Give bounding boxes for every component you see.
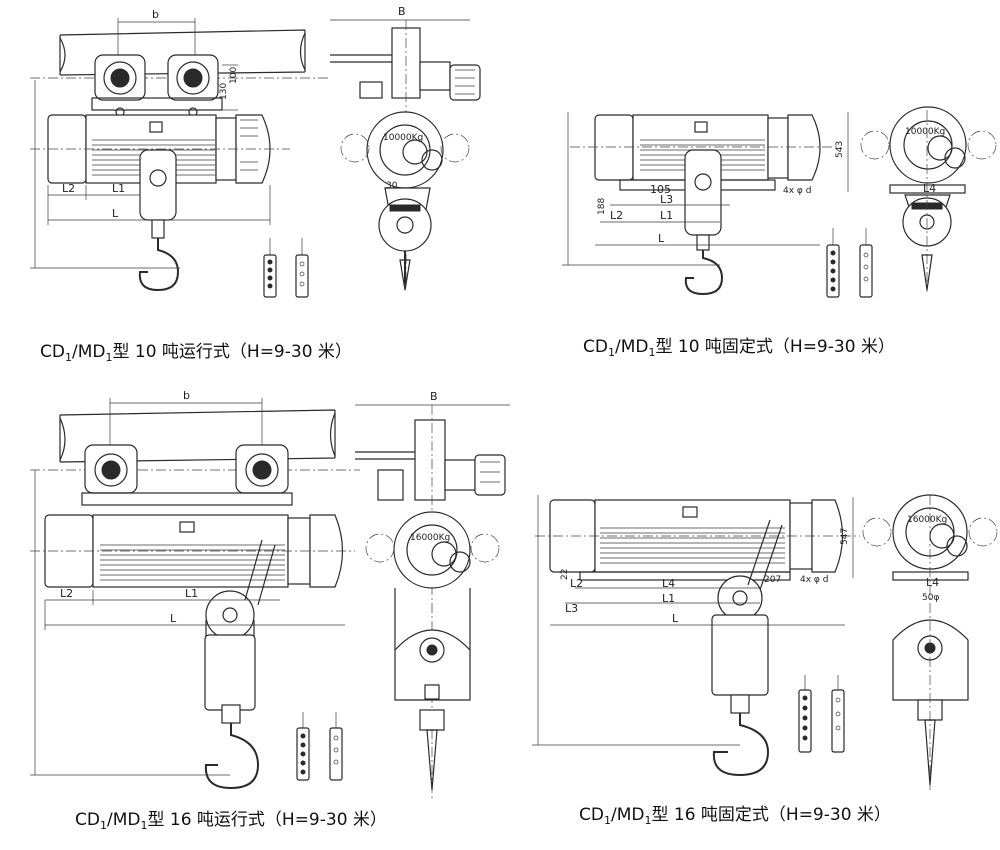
- dim-L4-16t-front: L4: [662, 577, 675, 590]
- dim-L3-16t: L3: [565, 602, 578, 615]
- dim-L4-16t-side: L4: [926, 576, 939, 589]
- caption-16t-fixed: CD1/MD1型 16 吨固定式（H=9-30 米）: [579, 805, 891, 827]
- dim-L2-16t: L2: [60, 587, 73, 600]
- dim-L-16t-fixed: L: [672, 612, 679, 625]
- dim-4xd-10t: 4x φ d: [783, 186, 811, 196]
- dim-b-16t: b: [183, 389, 190, 402]
- dim-L1-10t-fixed: L1: [660, 209, 673, 222]
- dim-543: 543: [835, 141, 845, 158]
- dim-L2: L2: [62, 182, 75, 195]
- front-view-16t-fixed: 207 4x φ d 22 L2 L4 L3 L1 L: [532, 495, 860, 777]
- dim-100: 100: [229, 67, 239, 84]
- dim-130: 130: [219, 83, 229, 100]
- dim-B: B: [398, 5, 406, 18]
- dim-L-10t-fixed: L: [658, 232, 665, 245]
- pendant-control-icon-3: [296, 712, 343, 781]
- nameplate-10t-running: 10000Kg: [383, 133, 423, 143]
- dim-L4-10t: L4: [923, 182, 936, 195]
- dim-B-16t: B: [430, 390, 438, 403]
- caption-10t-running: CD1/MD1型 10 吨运行式（H=9-30 米）: [40, 342, 352, 364]
- dim-L3-10t: L3: [660, 193, 673, 206]
- dim-L1: L1: [112, 182, 125, 195]
- caption-10t-fixed: CD1/MD1型 10 吨固定式（H=9-30 米）: [583, 337, 895, 359]
- dim-L: L: [112, 207, 119, 220]
- nameplate-10t-fixed: 10000Kg: [905, 127, 945, 137]
- dim-22: 22: [560, 569, 570, 580]
- panel-10t-running: b 130 100: [30, 5, 481, 364]
- nameplate-16t-running: 16000Kg: [410, 533, 450, 543]
- side-view-16t-fixed: 547 16000Kg L4 50φ: [840, 494, 998, 790]
- side-view-10t-running: B 10000Kg 30: [330, 5, 481, 291]
- nameplate-16t-fixed: 16000Kg: [907, 515, 947, 525]
- front-view-16t-running: b: [30, 389, 360, 790]
- side-view-16t-running: B 16000Kg: [355, 390, 510, 800]
- dim-50phi: 50φ: [922, 593, 939, 603]
- side-view-10t-fixed: 543 10000Kg L4: [835, 106, 997, 292]
- caption-16t-running: CD1/MD1型 16 吨运行式（H=9-30 米）: [75, 810, 387, 832]
- dim-4xd-16t: 4x φ d: [800, 575, 828, 585]
- dim-L2-16t-fixed: L2: [570, 577, 583, 590]
- panel-10t-fixed: 105 4x φ d 188 L3 L2 L1 L: [562, 106, 997, 359]
- dim-30: 30: [386, 181, 398, 191]
- dim-L-16t: L: [170, 612, 177, 625]
- dim-547: 547: [840, 528, 850, 545]
- dim-L2-10t-fixed: L2: [610, 209, 623, 222]
- dim-188: 188: [597, 198, 607, 215]
- dim-207: 207: [764, 575, 781, 585]
- pendant-control-icon: [263, 238, 309, 298]
- panel-16t-fixed: 207 4x φ d 22 L2 L4 L3 L1 L: [532, 494, 998, 827]
- dim-105: 105: [650, 183, 671, 196]
- pendant-control-icon-4: [798, 675, 845, 753]
- panel-16t-running: b: [30, 389, 510, 832]
- dim-L1-16t-fixed: L1: [662, 592, 675, 605]
- pendant-control-icon-2: [826, 228, 873, 298]
- dim-L1-16t: L1: [185, 587, 198, 600]
- front-view-10t-running: b 130 100: [30, 8, 330, 298]
- front-view-10t-fixed: 105 4x φ d 188 L3 L2 L1 L: [562, 112, 873, 298]
- dim-b: b: [152, 8, 159, 21]
